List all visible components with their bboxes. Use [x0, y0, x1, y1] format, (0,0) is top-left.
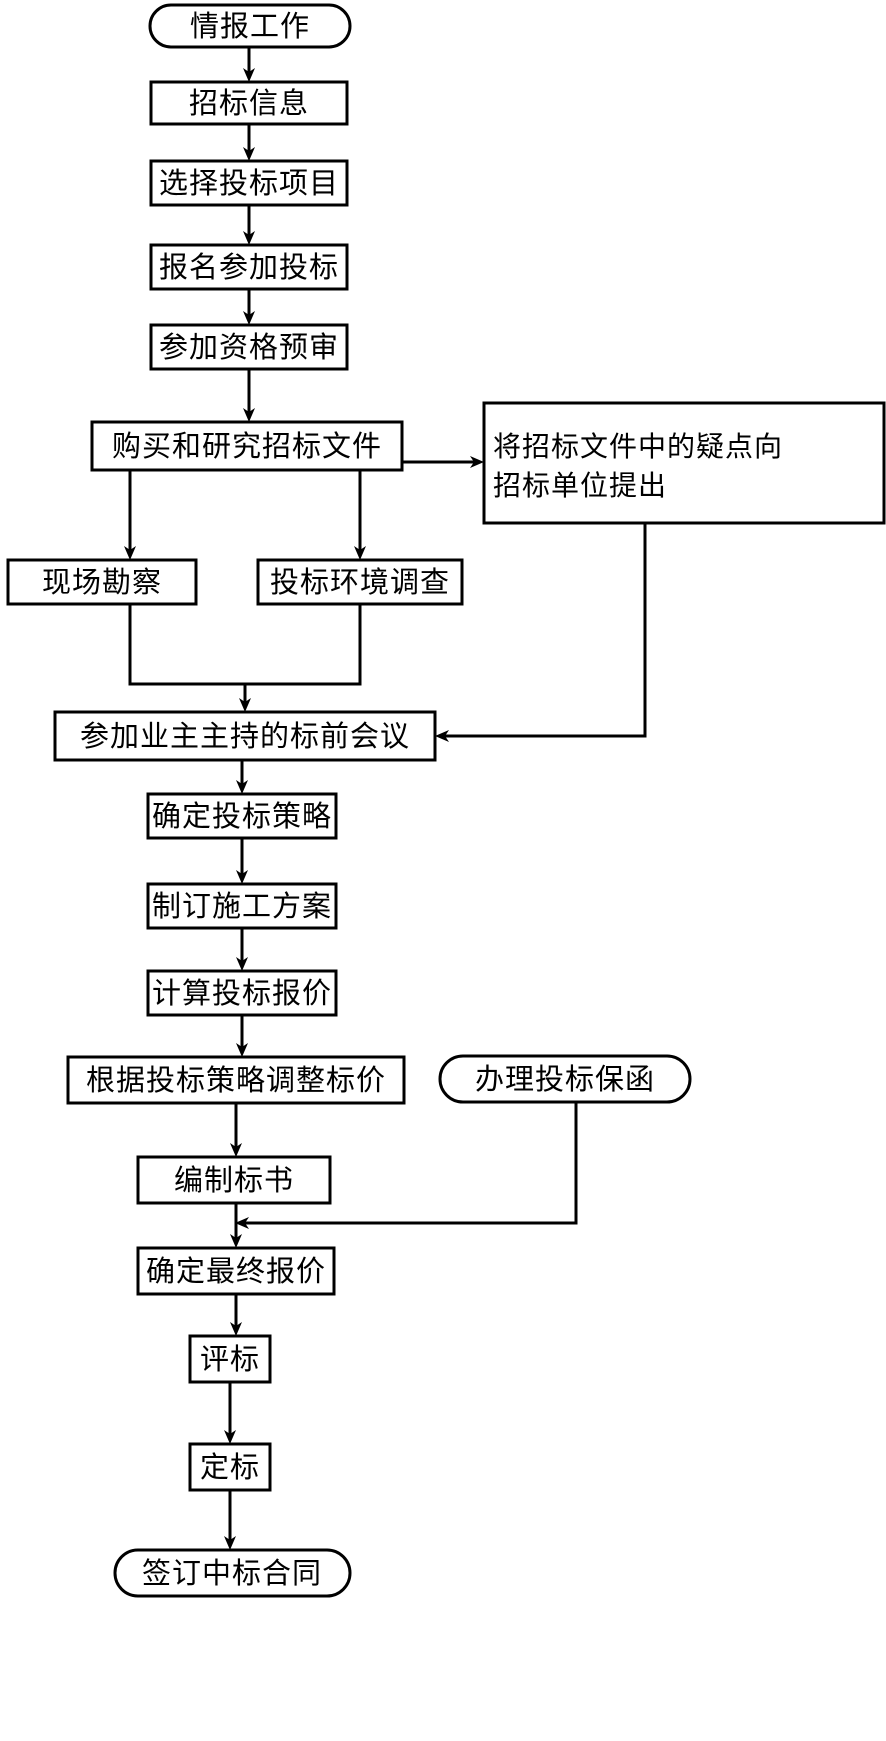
node-obtain-bid-bond[interactable]: 办理投标保函 — [438, 1054, 692, 1104]
edge-n16-n17 — [230, 1203, 242, 1248]
node-label: 签订中标合同 — [142, 1556, 322, 1590]
node-confirm-final-price[interactable]: 确定最终报价 — [136, 1246, 336, 1296]
edge-n11-n12 — [236, 838, 248, 884]
node-label: 参加业主主持的标前会议 — [80, 719, 410, 753]
node-label: 评标 — [200, 1342, 260, 1376]
node-formulate-construction-plan[interactable]: 制订施工方案 — [146, 882, 338, 930]
node-register-for-bidding[interactable]: 报名参加投标 — [149, 243, 349, 291]
edge-n13-n14 — [236, 1015, 248, 1057]
edge-merge-to-n10 — [128, 604, 362, 712]
edge-n10-n11 — [236, 760, 248, 794]
node-layer: 情报工作 招标信息 选择投标项目 报名参加投标 参加资格预审 — [6, 3, 886, 1598]
edge-n19-n20 — [224, 1490, 236, 1550]
node-bid-evaluation[interactable]: 评标 — [188, 1334, 272, 1384]
edge-n4-n5 — [243, 289, 255, 325]
edge-n15-n17 — [235, 1102, 578, 1229]
edge-n3-n4 — [243, 205, 255, 245]
node-label: 计算投标报价 — [152, 976, 332, 1010]
node-label: 确定投标策略 — [152, 799, 332, 833]
edge-n12-n13 — [236, 928, 248, 971]
node-sign-winning-contract[interactable]: 签订中标合同 — [113, 1548, 352, 1598]
node-label: 编制标书 — [174, 1163, 294, 1197]
node-label: 选择投标项目 — [159, 166, 339, 200]
node-label: 制订施工方案 — [152, 889, 332, 923]
edge-n7-n10 — [435, 523, 647, 742]
node-label: 现场勘察 — [42, 565, 162, 599]
node-label: 确定最终报价 — [146, 1254, 326, 1288]
node-determine-bid-strategy[interactable]: 确定投标策略 — [146, 792, 338, 840]
node-label: 情报工作 — [190, 9, 310, 43]
node-label-line2: 招标单位提出 — [493, 469, 667, 502]
node-label: 根据投标策略调整标价 — [86, 1063, 386, 1097]
edge-n2-n3 — [243, 124, 255, 161]
node-attend-pre-bid-meeting[interactable]: 参加业主主持的标前会议 — [53, 710, 437, 762]
node-label: 报名参加投标 — [159, 250, 339, 284]
node-bid-award[interactable]: 定标 — [188, 1442, 272, 1492]
node-label: 招标信息 — [189, 86, 309, 120]
edge-n18-n19 — [224, 1382, 236, 1444]
edge-n17-n18 — [230, 1294, 242, 1336]
node-label: 投标环境调查 — [270, 565, 450, 599]
node-label-line1: 将招标文件中的疑点向 — [493, 430, 783, 463]
node-site-survey[interactable]: 现场勘察 — [6, 558, 198, 606]
node-adjust-price-by-strategy[interactable]: 根据投标策略调整标价 — [66, 1055, 406, 1105]
node-prequalification[interactable]: 参加资格预审 — [149, 323, 349, 371]
node-label: 购买和研究招标文件 — [112, 429, 382, 463]
node-tender-information[interactable]: 招标信息 — [149, 80, 349, 126]
node-purchase-study-tender-docs[interactable]: 购买和研究招标文件 — [90, 420, 404, 472]
node-label: 参加资格预审 — [159, 330, 339, 364]
node-intelligence-work[interactable]: 情报工作 — [148, 3, 352, 49]
edge-n1-n2 — [243, 47, 255, 82]
node-select-bid-project[interactable]: 选择投标项目 — [149, 159, 349, 207]
edge-n5-n6 — [243, 369, 255, 422]
node-bid-environment-survey[interactable]: 投标环境调查 — [256, 558, 464, 606]
node-prepare-bid-document[interactable]: 编制标书 — [136, 1155, 332, 1205]
edge-n14-n16 — [230, 1103, 242, 1157]
edge-n6-n8 — [124, 470, 136, 560]
node-label: 定标 — [200, 1450, 260, 1484]
node-raise-doubts-to-tenderer[interactable]: 将招标文件中的疑点向 招标单位提出 — [482, 401, 886, 525]
node-calculate-bid-price[interactable]: 计算投标报价 — [146, 969, 338, 1017]
node-label: 办理投标保函 — [475, 1062, 655, 1096]
edge-n6-n9 — [354, 470, 366, 560]
edge-n6-n7 — [402, 456, 484, 468]
edge-layer — [124, 47, 647, 1550]
